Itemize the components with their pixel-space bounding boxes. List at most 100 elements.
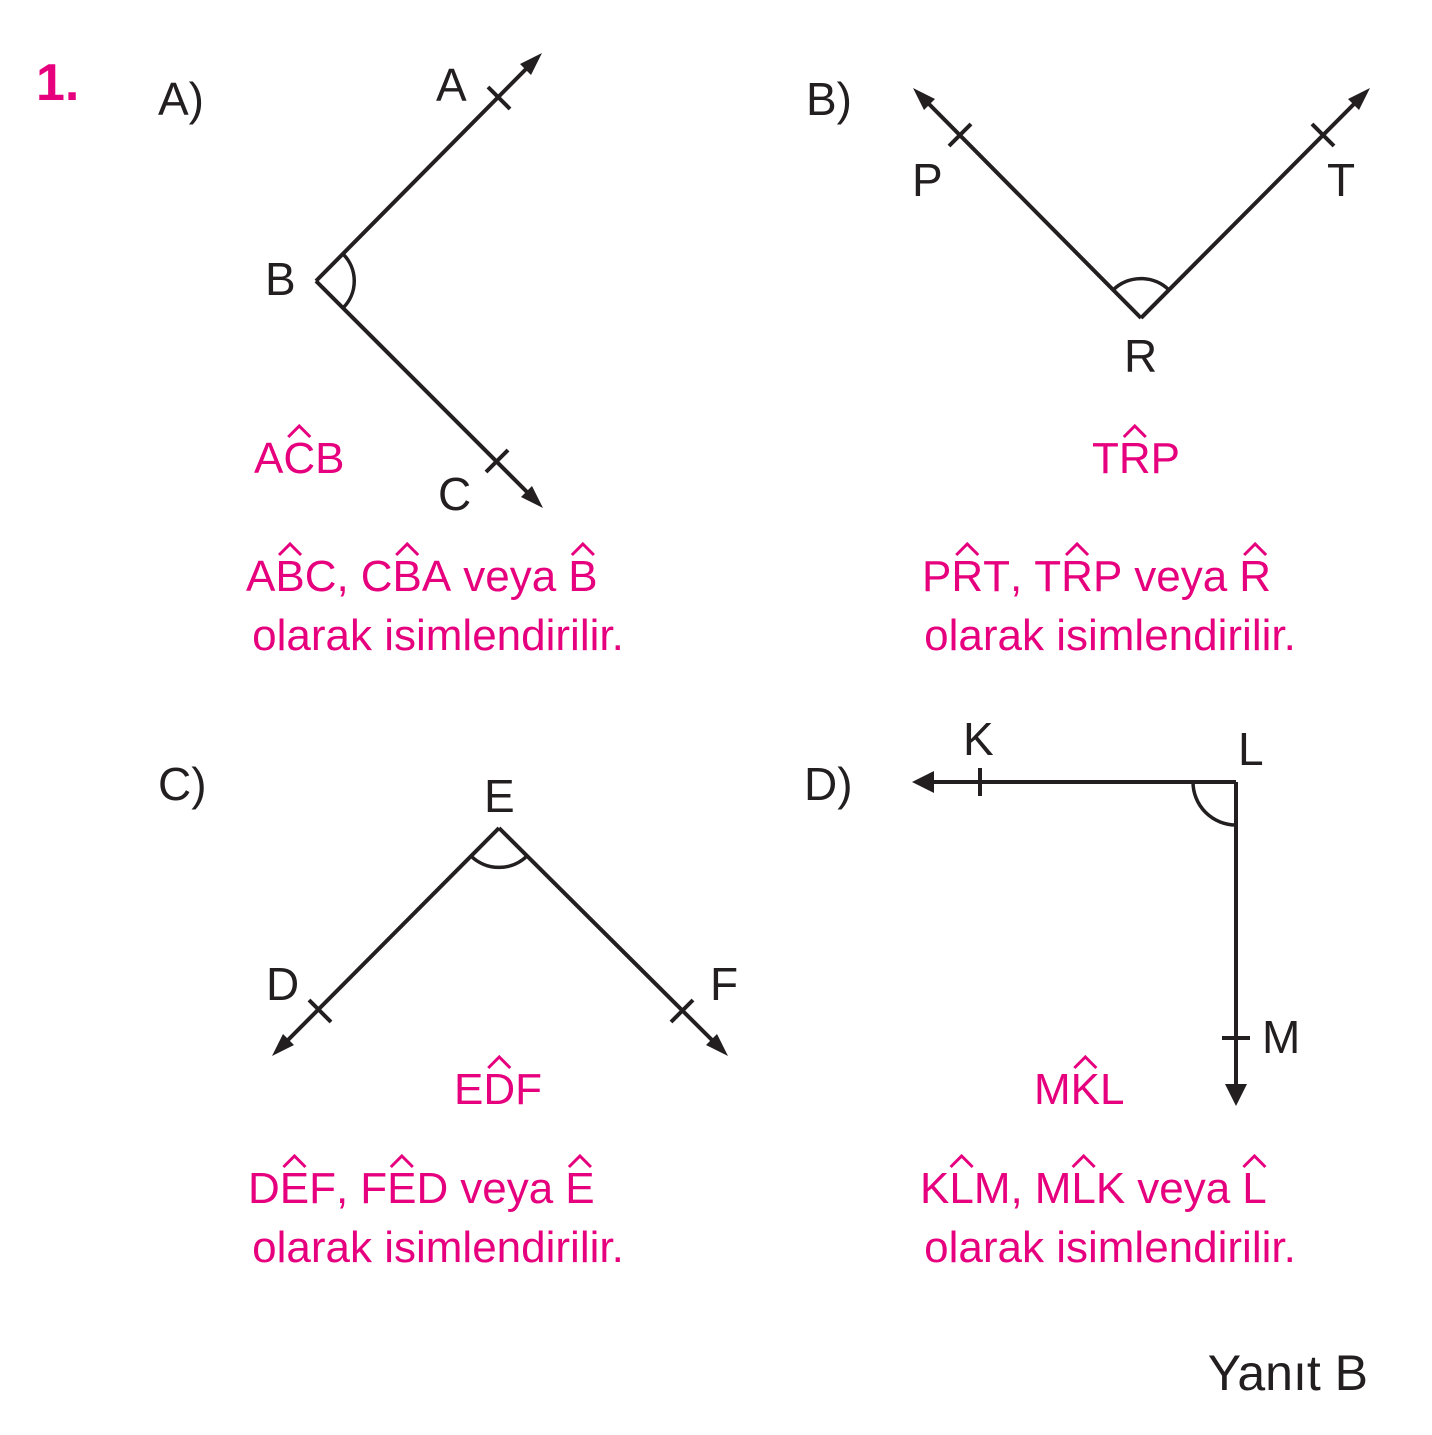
point-e-label: E <box>484 770 515 822</box>
vertex-letter: E <box>387 1164 416 1213</box>
angle-letter: E <box>454 1065 483 1114</box>
angle-letter: M <box>1034 1065 1071 1114</box>
hat-mark <box>1073 1054 1098 1070</box>
point-t-label: T <box>1327 154 1355 206</box>
ray-ed <box>282 826 501 1046</box>
angle-letter: M <box>974 1164 1011 1213</box>
vertex-letter: K <box>1071 1065 1100 1114</box>
hat-mark <box>487 1054 512 1070</box>
or-word: veya <box>1134 552 1227 601</box>
hat-mark <box>1242 1153 1267 1169</box>
option-d-label: D) <box>804 758 853 810</box>
angle-letter: D <box>417 1164 449 1213</box>
angle-letter: B <box>315 434 344 483</box>
hat-mark <box>277 541 303 557</box>
angle-letter: L <box>1100 1065 1124 1114</box>
vertex-letter: D <box>483 1065 515 1114</box>
option-c-label: C) <box>158 758 207 810</box>
hat-mark <box>282 1153 307 1169</box>
tick-a <box>486 85 512 111</box>
arrow-head-p <box>913 88 935 110</box>
point-m-label: M <box>1262 1011 1300 1063</box>
angle-letter: T <box>1034 552 1061 601</box>
ray-rt <box>1139 98 1360 320</box>
point-r-label: R <box>1124 330 1157 382</box>
arrow-head-k <box>912 771 934 793</box>
conclusion-b: olarak isimlendirilir. <box>924 611 1296 660</box>
hat-mark <box>955 541 980 557</box>
vertex-letter: E <box>280 1164 309 1213</box>
arrow-head-m <box>1225 1084 1247 1106</box>
ray-bc <box>314 279 534 499</box>
tick-f <box>669 998 695 1024</box>
vertex-letter: B <box>275 552 304 601</box>
hat-mark <box>949 1153 974 1169</box>
angle-arc-e <box>469 854 529 870</box>
hat-mark <box>1243 541 1268 557</box>
point-d-label: D <box>266 958 299 1010</box>
angle-letter: P <box>1093 552 1122 601</box>
or-word: veya <box>1137 1164 1230 1213</box>
point-k-label: K <box>963 713 994 765</box>
conclusion-d: olarak isimlendirilir. <box>924 1223 1296 1272</box>
angle-letter: K <box>1096 1164 1125 1213</box>
or-word: veya <box>460 1164 553 1213</box>
angle-letter: K <box>920 1164 949 1213</box>
ray-ef <box>497 826 718 1046</box>
angle-letter: C <box>305 552 337 601</box>
tick-c <box>484 448 510 474</box>
answer-text: Yanıt B <box>1208 1345 1368 1401</box>
hat-mark <box>1064 541 1090 557</box>
vertex-letter: B <box>393 552 422 601</box>
comma: , <box>1010 552 1022 601</box>
angle-letter: F <box>360 1164 387 1213</box>
comma: , <box>337 552 349 601</box>
vertex-letter: R <box>951 552 983 601</box>
angle-letter: A <box>254 434 284 483</box>
point-f-label: F <box>710 958 738 1010</box>
vertex-letter: L <box>1071 1164 1095 1213</box>
conclusion-a: olarak isimlendirilir. <box>252 611 624 660</box>
angle-letter: A <box>246 552 276 601</box>
vertex-letter: C <box>283 434 315 483</box>
conclusion-c: olarak isimlendirilir. <box>252 1223 624 1272</box>
hat-mark <box>389 1153 414 1169</box>
vertex-letter: R <box>1239 552 1271 601</box>
angle-letter: T <box>1092 434 1119 483</box>
hat-mark <box>1071 1153 1096 1169</box>
angle-letter: P <box>1151 434 1180 483</box>
vertex-letter: R <box>1061 552 1093 601</box>
vertex-letter: B <box>568 552 597 601</box>
angle-letter: F <box>515 1065 542 1114</box>
arrow-head-t <box>1348 88 1370 110</box>
arrow-head-d <box>272 1034 294 1056</box>
angle-letter: P <box>922 552 951 601</box>
arrow-head-f <box>706 1034 728 1056</box>
arrow-head-a <box>520 53 542 75</box>
point-c-label: C <box>438 468 471 520</box>
angle-arc-l <box>1191 781 1237 827</box>
angle-arc-b <box>341 252 357 310</box>
hat-mark <box>570 541 595 557</box>
tick-d <box>307 998 333 1024</box>
ray-ba <box>314 63 532 283</box>
arrow-head-c <box>521 486 543 508</box>
angle-arc-r <box>1111 276 1171 292</box>
angle-letter: A <box>422 552 452 601</box>
comma: , <box>1011 1164 1023 1213</box>
vertex-letter: R <box>1119 434 1151 483</box>
hat-mark <box>395 541 420 557</box>
vertex-letter: E <box>565 1164 594 1213</box>
angle-letter: T <box>983 552 1010 601</box>
angle-letter: C <box>361 552 393 601</box>
